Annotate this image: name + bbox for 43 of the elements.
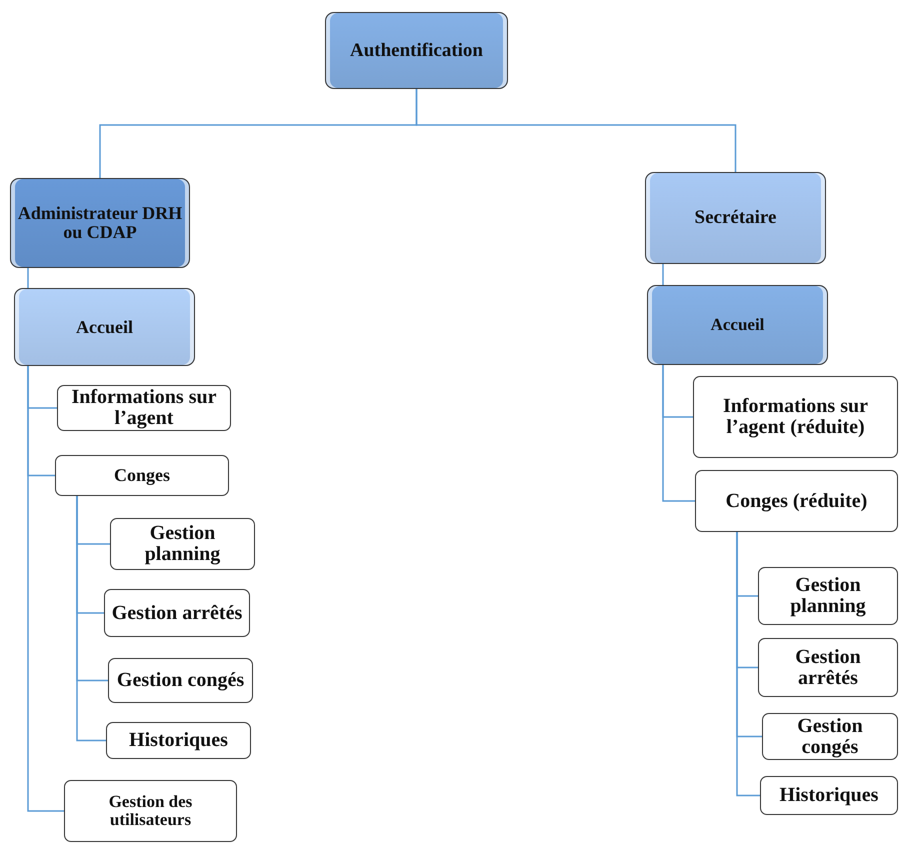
box-label: Administrateur DRH ou CDAP [16,204,184,242]
box-label: Historiques [129,730,228,751]
box-label: Gestion planning [789,575,867,617]
process-box [758,567,898,625]
process-box [64,780,237,842]
process-box [110,518,255,570]
box-label: Gestion arrêtés [794,646,862,688]
connector-line [662,365,695,502]
box-label: Gestion arrêtés [112,602,242,624]
menu-box [325,12,508,89]
process-box [57,385,231,431]
box-label: Gestion congés [796,716,864,758]
process-box [762,713,898,760]
connector-line [27,268,29,288]
box-label: Authentification [350,40,483,60]
box-label: Historiques [780,785,878,806]
process-box [693,376,898,458]
box-label: Secrétaire [694,208,776,228]
process-box [758,638,898,697]
menu-box [645,172,826,264]
box-label: Gestion planning [144,523,222,565]
box-label: Informations sur l’agent [70,387,218,429]
connector-line [416,89,736,172]
menu-box [647,285,828,365]
menu-box [10,178,190,268]
connector-line [27,366,64,812]
menu-box [14,288,195,366]
box-label: Informations sur l’agent (réduite) [722,396,869,438]
box-label: Conges (réduite) [726,490,868,512]
process-box [55,455,229,496]
box-label: Conges [114,466,170,485]
box-label: Accueil [76,318,133,336]
process-box [106,722,251,759]
box-label: Accueil [710,316,764,334]
process-box [108,658,253,703]
process-box [104,589,250,637]
box-label: Gestion congés [116,670,244,691]
box-label: Gestion des utilisateurs [108,793,194,829]
process-box [695,470,898,532]
process-box [760,776,898,815]
connector-line [662,264,664,285]
connector-line [76,496,106,742]
connector-line [736,532,760,796]
